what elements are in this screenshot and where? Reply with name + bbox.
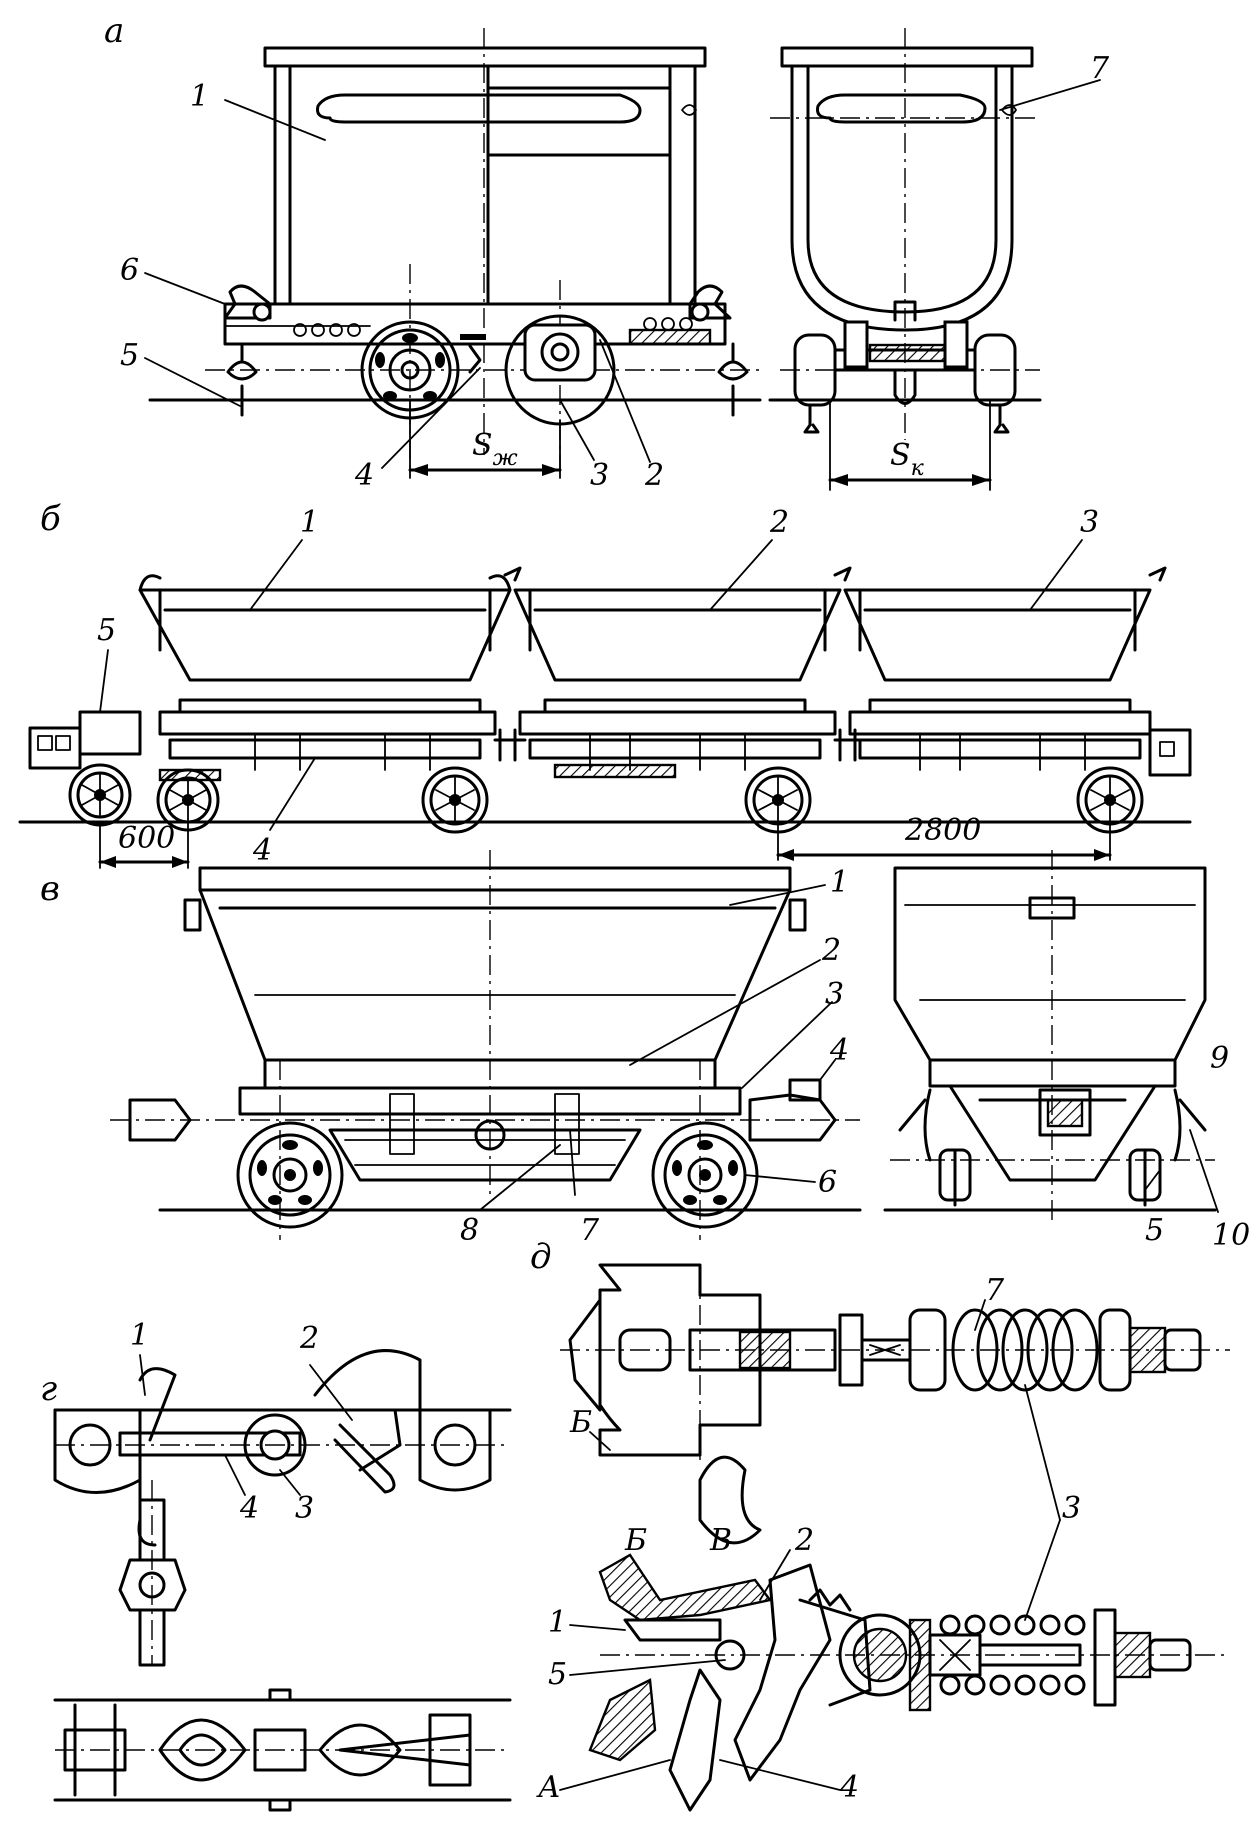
callout-label: 1 bbox=[130, 1318, 149, 1353]
callout-label: 5 bbox=[548, 1657, 567, 1692]
callout-label: Б bbox=[569, 1405, 592, 1440]
callout-label: 5 bbox=[120, 338, 139, 373]
panel-v-end-view bbox=[883, 850, 1219, 1220]
callout-label: 5 bbox=[1145, 1213, 1164, 1248]
callout-label: 3 bbox=[825, 977, 844, 1012]
callout-label: 2 bbox=[821, 933, 841, 968]
callout-label: 8 bbox=[460, 1213, 479, 1248]
callout-label: 2 bbox=[769, 505, 789, 540]
panel-d-letter: д bbox=[530, 1237, 552, 1277]
callout-label: 4 bbox=[252, 833, 272, 868]
callout-label: 5 bbox=[97, 613, 116, 648]
panel-a-letter: а bbox=[104, 11, 124, 51]
callout-label: 1 bbox=[190, 79, 209, 114]
callout-label: 3 bbox=[590, 458, 609, 493]
callout-label: 10 bbox=[1212, 1218, 1250, 1253]
callout-label: 4 bbox=[839, 1770, 859, 1805]
panel-a-end-view: 7 Sк bbox=[768, 28, 1110, 491]
track-width-label: Sж bbox=[472, 428, 518, 471]
callout-label: 2 bbox=[644, 458, 664, 493]
callout-label: 3 bbox=[295, 1491, 314, 1526]
panel-v-letter: в bbox=[40, 869, 60, 909]
callout-label: 2 bbox=[794, 1523, 814, 1558]
callout-label: 4 bbox=[239, 1491, 259, 1526]
panel-g-coupling: г 1 2 4 3 bbox=[40, 1318, 512, 1812]
callout-label: В bbox=[709, 1523, 732, 1558]
callout-label: 1 bbox=[830, 865, 849, 900]
callout-label: 9 bbox=[1210, 1041, 1229, 1076]
panel-b-train: б bbox=[18, 499, 1192, 869]
callout-label: 1 bbox=[548, 1605, 567, 1640]
callout-label: 6 bbox=[120, 253, 139, 288]
track-width-label: Sк bbox=[890, 438, 925, 481]
panel-v-side-view: в 1 bbox=[40, 850, 1250, 1253]
dimension-label: 2800 bbox=[904, 813, 981, 848]
panel-d-buffer-assembly: д bbox=[530, 1237, 1230, 1812]
callout-label: 6 bbox=[818, 1165, 837, 1200]
dimension-label: 600 bbox=[118, 821, 175, 856]
callout-label: Б bbox=[624, 1523, 647, 1558]
panel-a-side-view: а bbox=[104, 11, 762, 493]
callout-label: 7 bbox=[985, 1273, 1005, 1308]
callout-label: 1 bbox=[300, 505, 319, 540]
callout-label: 4 bbox=[354, 458, 374, 493]
callout-label: 3 bbox=[1080, 505, 1099, 540]
callout-label: 7 bbox=[1090, 51, 1110, 86]
callout-label: 4 bbox=[829, 1033, 849, 1068]
panel-g-letter: г bbox=[40, 1369, 57, 1409]
panel-b-letter: б bbox=[40, 499, 61, 539]
callout-label: 3 bbox=[1062, 1491, 1081, 1526]
callout-label: А bbox=[536, 1770, 561, 1805]
callout-label: 7 bbox=[580, 1213, 600, 1248]
callout-label: 2 bbox=[299, 1321, 319, 1356]
